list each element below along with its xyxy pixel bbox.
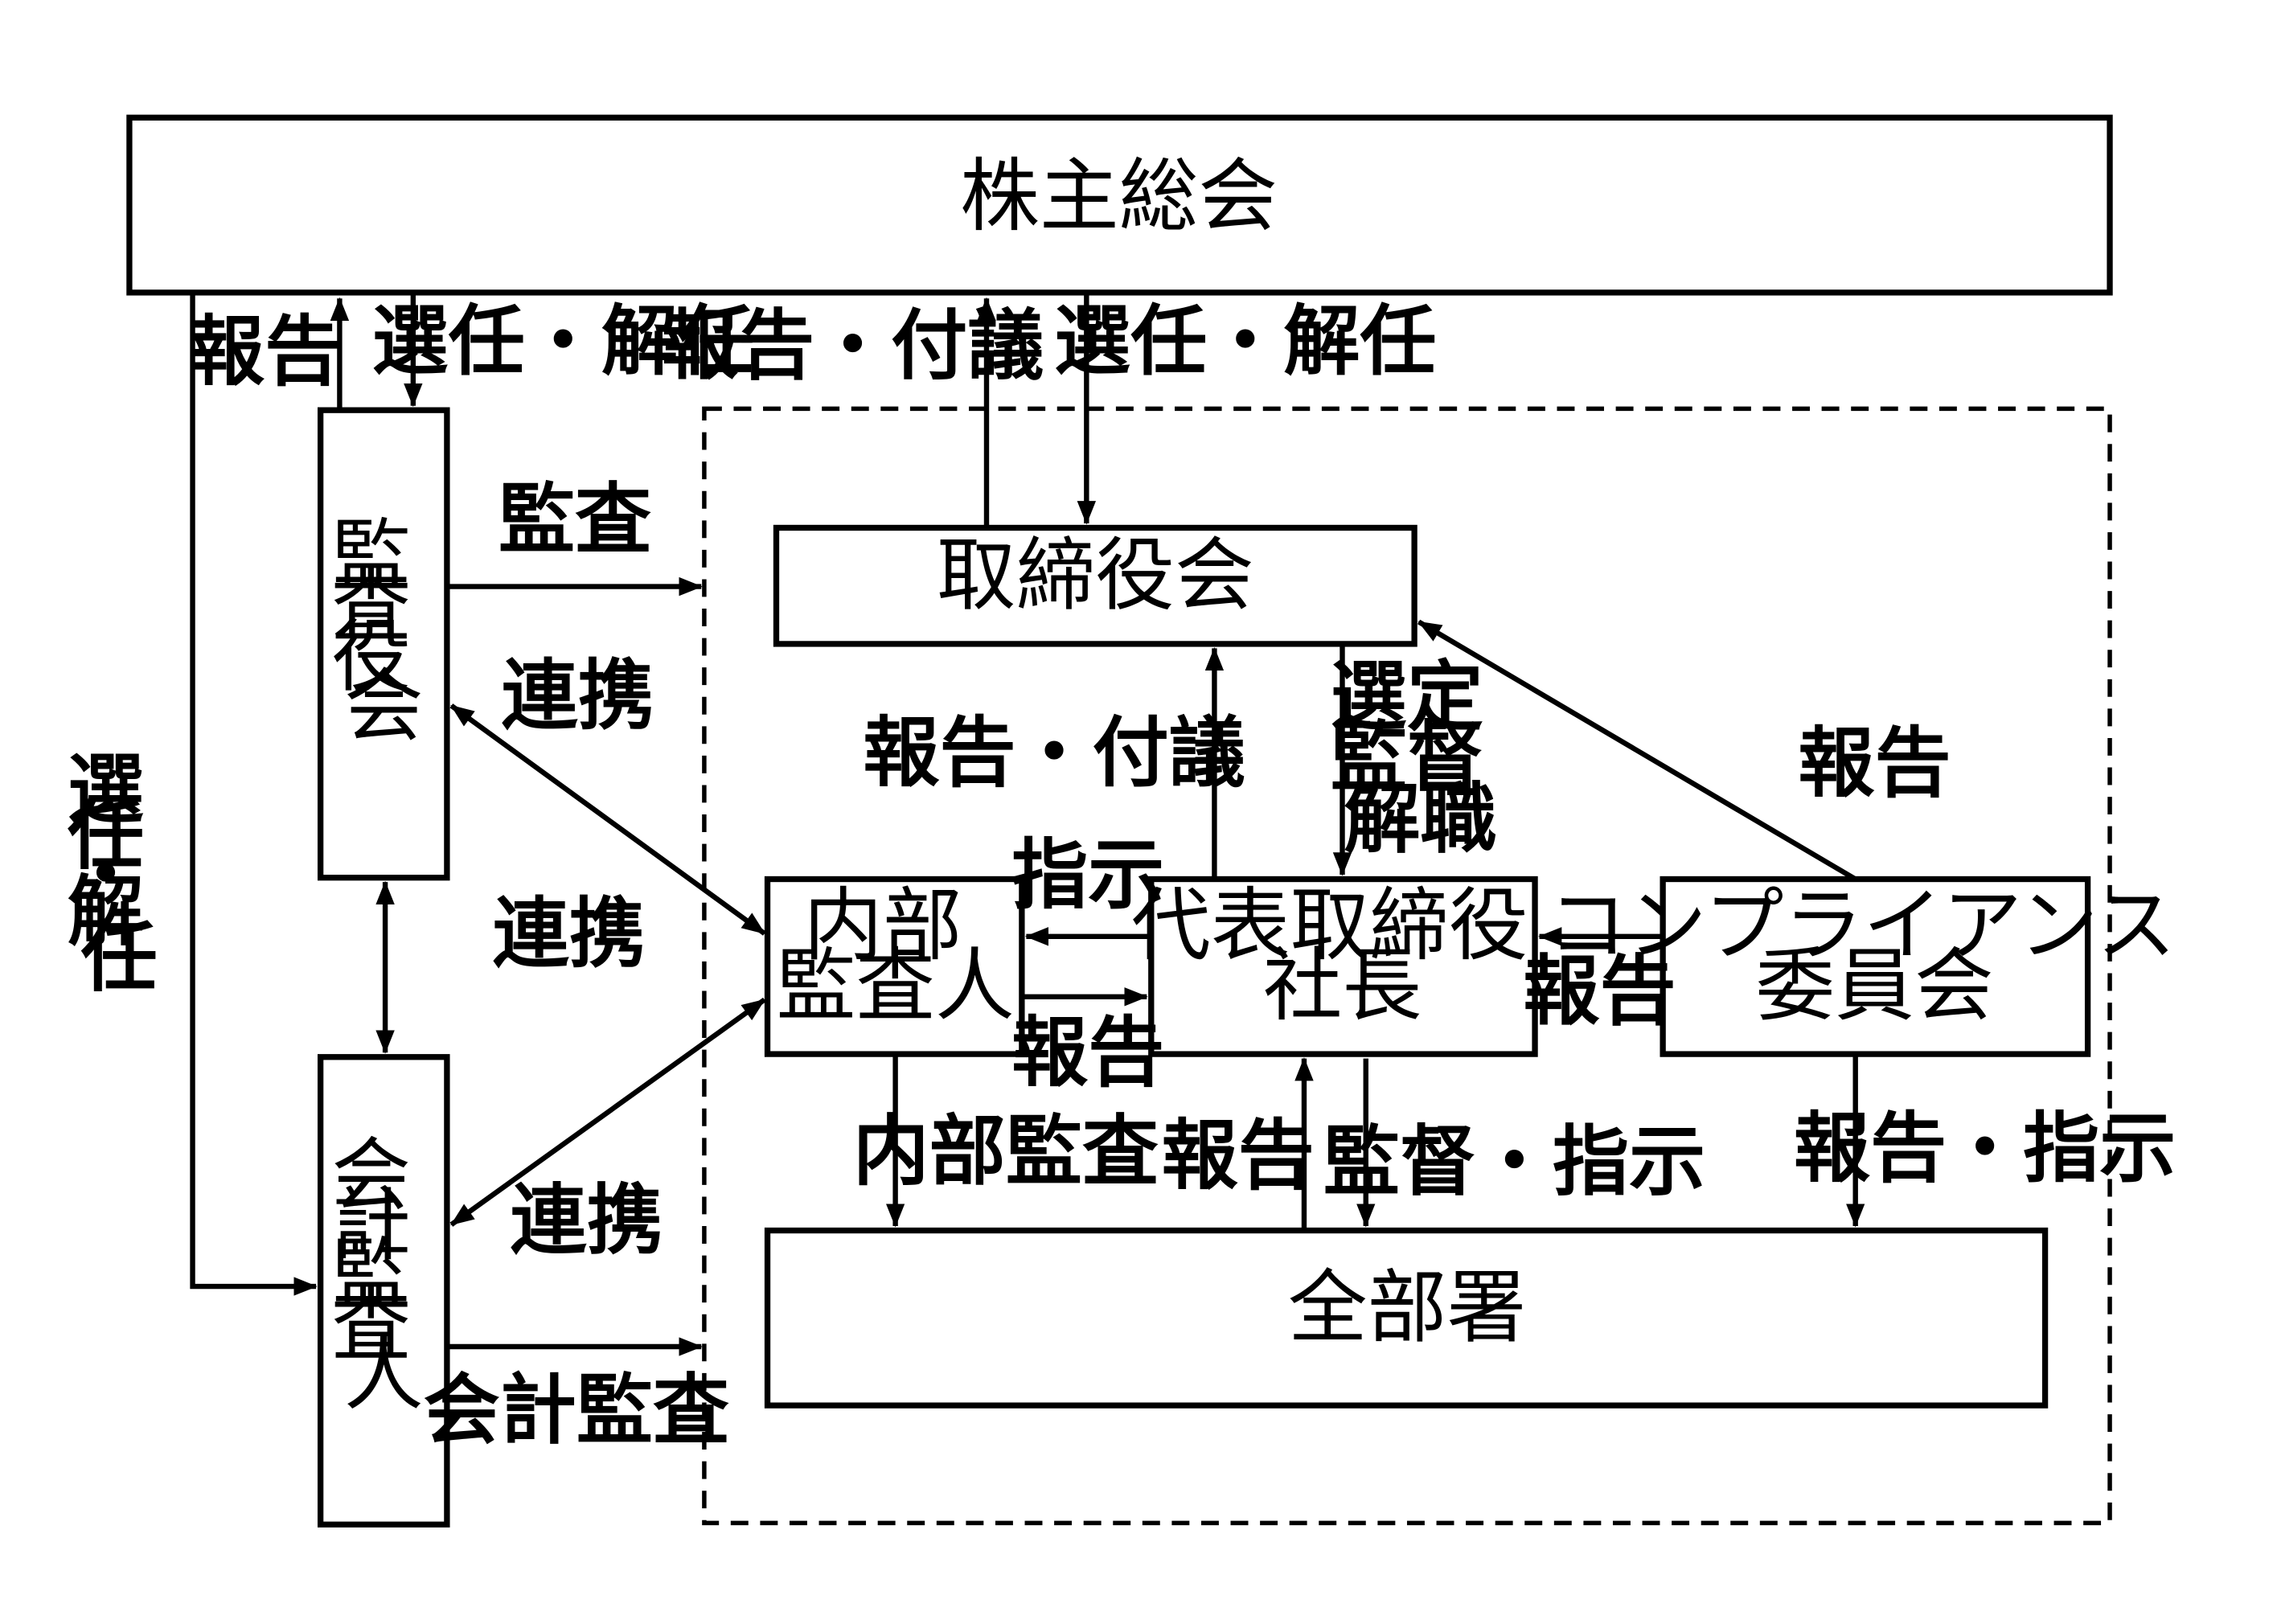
audit-board-box xyxy=(317,407,450,881)
board-of-directors-box xyxy=(773,524,1417,647)
board-label: 取締役会 xyxy=(937,530,1254,622)
supervise-instruct-label: 監督・指示 xyxy=(1323,1118,1705,1207)
internal-auditor-label: 内部 監査人 xyxy=(777,880,1015,1032)
accounting-auditor-appoint-arrow xyxy=(190,292,318,1296)
compliance-committee-box xyxy=(1660,876,2091,1057)
accounting-auditor-label: 会 計 監 査 人 xyxy=(331,1130,436,1422)
coop-internal-label: 連携 xyxy=(502,652,654,740)
internal-audit-action-label: 内部監査 xyxy=(853,1108,1159,1196)
coop-accounting-internal-arrow xyxy=(449,997,766,1227)
accounting-auditor-box xyxy=(317,1054,450,1528)
coop-audit-internal-arrow xyxy=(449,703,766,936)
board-appoint-label: 選任・解任 xyxy=(1054,297,1436,386)
audit-board-report-label: 報告 xyxy=(188,308,341,396)
accounting-appoint-label: 選 任 ・ 解 任 xyxy=(68,746,170,1002)
president-report-proposal-label: 報告・付議 xyxy=(863,709,1245,798)
select-supervise-dismiss-label: 選定 監督 解職 xyxy=(1331,654,1510,864)
president-box xyxy=(1148,876,1538,1057)
board-report-proposal-label: 報告・付議 xyxy=(662,302,1044,391)
audit-board-label: 監 査 役 会 xyxy=(331,511,436,753)
coop-accounting-internal-label: 連携 xyxy=(511,1177,663,1265)
compliance-report-instruct-label: 報告・指示 xyxy=(1794,1105,2176,1193)
internal-auditor-box xyxy=(764,876,1025,1057)
coop-audit-accounting-label: 連携 xyxy=(493,890,646,978)
execution-area-frame xyxy=(702,406,2112,1526)
president-label: 代表取締役 社長 xyxy=(1131,880,1553,1032)
compliance-report-president-label: 報告 xyxy=(1523,947,1676,1036)
dept-report-label: 報告 xyxy=(1162,1112,1315,1200)
shareholders-meeting-box xyxy=(126,114,2113,296)
audit-board-appoint-label: 選任・解任 xyxy=(372,297,754,386)
audit-label: 監査 xyxy=(498,475,651,564)
all-departments-box xyxy=(764,1227,2049,1409)
compliance-report-board-arrow xyxy=(1417,619,1857,882)
internal-report-label: 報告 xyxy=(1011,1009,1164,1097)
compliance-label: コンプライアンス 委員会 xyxy=(1548,880,2201,1032)
all-departments-label: 全部署 xyxy=(1288,1261,1526,1354)
accounting-audit-label: 会計監査 xyxy=(424,1367,729,1455)
compliance-report-board-label: 報告 xyxy=(1798,720,1951,808)
shareholders-label: 株主総会 xyxy=(960,150,1278,243)
instruct-label: 指示 xyxy=(1011,831,1164,920)
